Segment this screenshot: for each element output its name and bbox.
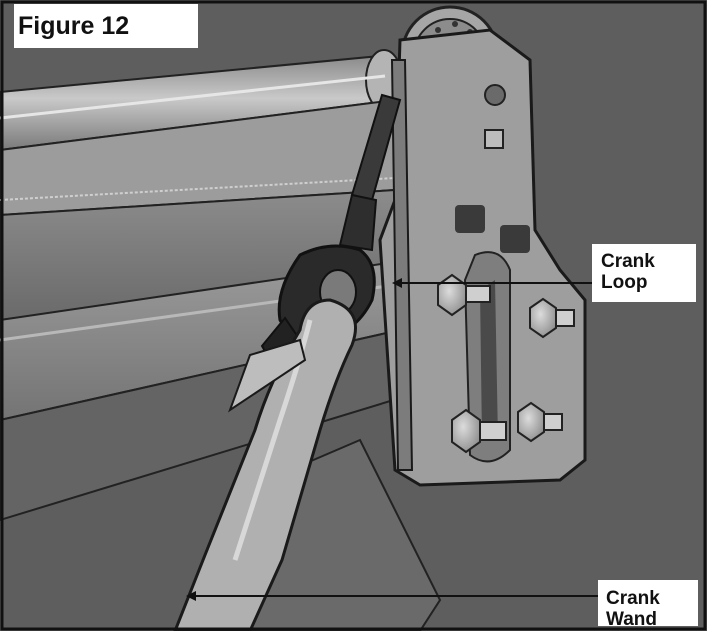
crank-loop-arrowhead (392, 278, 402, 288)
crank-wand (173, 298, 357, 631)
bolt-lower-left (451, 408, 507, 454)
crank-wand-label: Crank Wand (606, 588, 660, 630)
figure-title: Figure 12 (14, 4, 198, 48)
crank-loop-label-bg (592, 244, 696, 302)
crank-loop-label: Crank Loop (601, 251, 655, 293)
bolt-upper-left (437, 273, 491, 317)
crank-wand-label-bg (598, 580, 698, 626)
crank-wand-arrowhead (186, 591, 196, 601)
crank-wand-label-line1: Crank (606, 588, 660, 609)
crank-wand-label-line2: Wand (606, 609, 658, 630)
leader-lines (186, 278, 602, 601)
crank-loop-label-line1: Crank (601, 251, 655, 272)
crank-shaft (338, 93, 402, 252)
gearbox-bracket (378, 28, 587, 487)
awning-fabric (0, 98, 396, 322)
bolt-lower-right (517, 401, 563, 443)
bolt-upper-right (529, 297, 575, 339)
crank-loop-label-line2: Loop (601, 272, 648, 293)
